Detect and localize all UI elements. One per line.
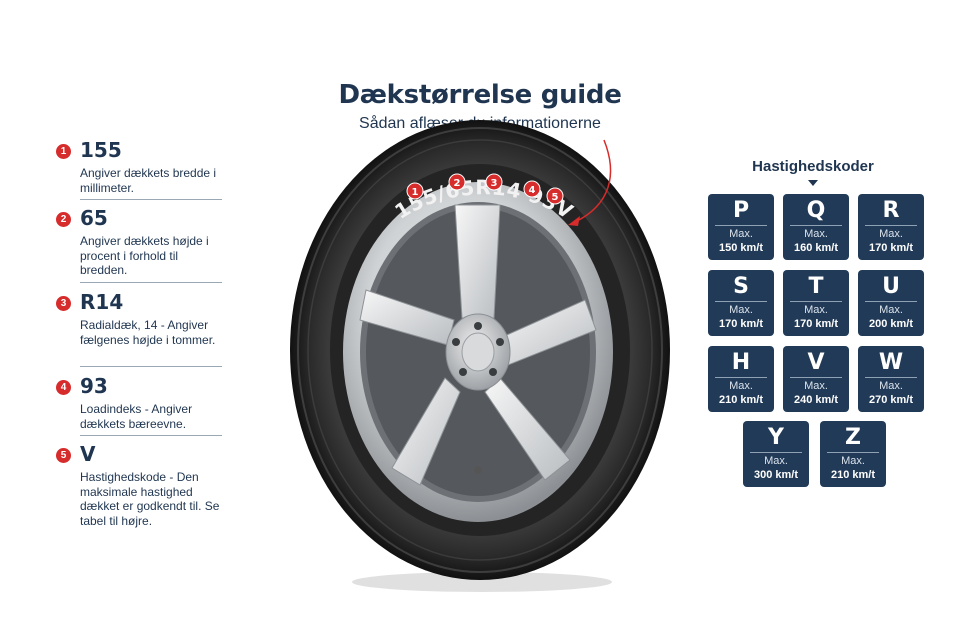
legend-number-badge: 4	[56, 380, 71, 395]
speed-code-value: 200 km/t	[868, 318, 914, 330]
tile-divider	[715, 225, 767, 226]
speed-code-max-label: Max.	[764, 455, 788, 467]
legend-number-badge: 3	[56, 296, 71, 311]
speed-code-tile-w: W Max. 270 km/t	[858, 346, 924, 412]
speed-code-tile-h: H Max. 210 km/t	[708, 346, 774, 412]
speed-code-letter: R	[882, 198, 900, 223]
speed-code-tile-s: S Max. 170 km/t	[708, 270, 774, 336]
speed-code-tile-q: Q Max. 160 km/t	[783, 194, 849, 260]
svg-text:4: 4	[529, 185, 536, 196]
legend-description: Angiver dækkets bredde i millimeter.	[80, 166, 217, 195]
wheel-spokes	[359, 204, 597, 486]
legend-divider	[80, 282, 222, 283]
speed-code-value: 160 km/t	[793, 242, 839, 254]
tile-divider	[827, 452, 879, 453]
speed-code-tile-u: U Max. 200 km/t	[858, 270, 924, 336]
speed-code-tile-t: T Max. 170 km/t	[783, 270, 849, 336]
speed-code-letter: Y	[768, 425, 784, 450]
speed-codes-title: Hastighedskoder	[752, 158, 874, 175]
tire-badge-3: 3	[485, 173, 503, 191]
legend-divider	[80, 435, 222, 436]
tile-divider	[790, 377, 842, 378]
speed-code-value: 170 km/t	[793, 318, 839, 330]
tile-divider	[865, 301, 917, 302]
legend-code: 93	[80, 374, 108, 398]
legend-code: V	[80, 442, 96, 466]
speed-code-letter: U	[882, 274, 900, 299]
speed-code-max-label: Max.	[804, 380, 828, 392]
speed-code-value: 210 km/t	[830, 469, 876, 481]
tile-divider	[865, 377, 917, 378]
legend-number-badge: 5	[56, 448, 71, 463]
svg-text:5: 5	[552, 192, 559, 203]
tile-divider	[715, 377, 767, 378]
speed-code-letter: S	[733, 274, 749, 299]
speed-code-letter: Q	[806, 198, 826, 223]
svg-text:1: 1	[412, 187, 419, 198]
legend-number-badge: 1	[56, 144, 71, 159]
speed-code-letter: T	[808, 274, 824, 299]
tile-divider	[790, 225, 842, 226]
speed-code-max-label: Max.	[879, 228, 903, 240]
speed-code-value: 210 km/t	[718, 394, 764, 406]
legend-code: R14	[80, 290, 124, 314]
speed-code-letter: H	[731, 350, 751, 375]
speed-code-max-label: Max.	[729, 380, 753, 392]
legend-code: 65	[80, 206, 108, 230]
tire-badge-5: 5	[546, 187, 564, 205]
speed-code-max-label: Max.	[879, 304, 903, 316]
speed-code-tile-p: P Max. 150 km/t	[708, 194, 774, 260]
tire-badge-4: 4	[523, 180, 541, 198]
speed-code-letter: V	[807, 350, 825, 375]
speed-code-max-label: Max.	[804, 228, 828, 240]
speed-code-letter: W	[878, 350, 904, 375]
legend-code: 155	[80, 138, 122, 162]
tile-divider	[715, 301, 767, 302]
speed-code-max-label: Max.	[879, 380, 903, 392]
speed-code-max-label: Max.	[729, 304, 753, 316]
legend-description: Hastighedskode - Den maksimale hastighed…	[80, 470, 220, 528]
speed-code-value: 170 km/t	[868, 242, 914, 254]
speed-code-value: 150 km/t	[718, 242, 764, 254]
tile-divider	[865, 225, 917, 226]
speed-code-value: 300 km/t	[753, 469, 799, 481]
speed-code-max-label: Max.	[841, 455, 865, 467]
speed-code-value: 170 km/t	[718, 318, 764, 330]
tire-badge-2: 2	[448, 173, 466, 191]
pointer-arrow	[574, 139, 612, 223]
speed-code-tile-y: Y Max. 300 km/t	[743, 421, 809, 487]
speed-code-value: 270 km/t	[868, 394, 914, 406]
legend-description: Angiver dækkets højde i procent i forhol…	[80, 234, 209, 277]
legend-divider	[80, 199, 222, 200]
speed-code-max-label: Max.	[804, 304, 828, 316]
legend-description: Radialdæk, 14 - Angiver fælgenes højde i…	[80, 318, 216, 347]
tire-badge-1: 1	[406, 182, 424, 200]
speed-code-max-label: Max.	[729, 228, 753, 240]
legend-divider	[80, 366, 222, 367]
tile-divider	[750, 452, 802, 453]
legend-description: Loadindeks - Angiver dækkets bæreevne.	[80, 402, 193, 431]
speed-code-letter: P	[732, 198, 750, 223]
speed-code-tile-v: V Max. 240 km/t	[783, 346, 849, 412]
speed-code-tile-r: R Max. 170 km/t	[858, 194, 924, 260]
legend-number-badge: 2	[56, 212, 71, 227]
speed-code-tile-z: Z Max. 210 km/t	[820, 421, 886, 487]
lug-nuts	[452, 322, 504, 376]
tile-divider	[790, 301, 842, 302]
page-title: Dækstørrelse guide	[338, 80, 622, 110]
tire-badges: 1 2 3 4 5	[406, 173, 564, 205]
chevron-down-icon	[808, 180, 818, 186]
speed-code-value: 240 km/t	[793, 394, 839, 406]
speed-code-letter: Z	[845, 425, 861, 450]
svg-text:2: 2	[454, 178, 461, 189]
svg-text:3: 3	[491, 178, 498, 189]
